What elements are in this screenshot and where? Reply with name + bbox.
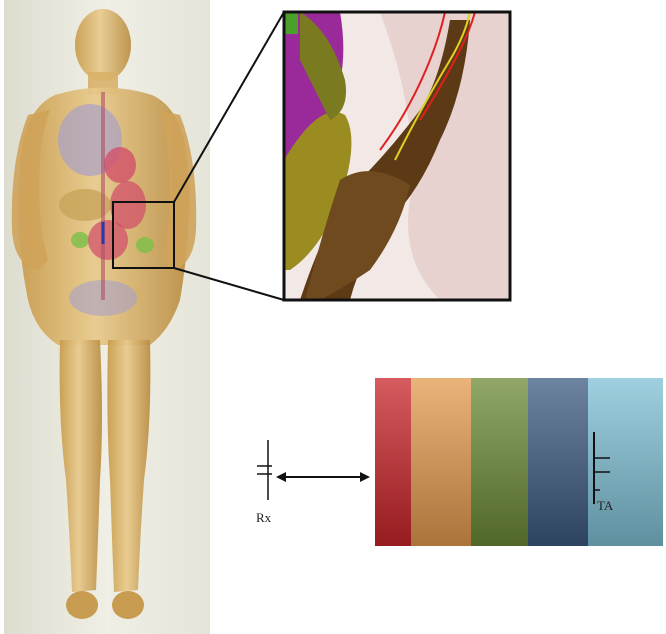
transmitter-label: TA <box>597 498 614 513</box>
kidney-green <box>71 232 89 248</box>
right-foot <box>112 591 144 619</box>
body-model <box>4 0 210 634</box>
layer-shading <box>375 378 663 546</box>
tissue-layer-model <box>375 378 663 546</box>
left-foot <box>66 591 98 619</box>
tissue-green-spot <box>284 12 298 34</box>
head <box>75 9 131 81</box>
receiver-label: Rx <box>256 510 272 525</box>
distance-arrow <box>276 472 370 482</box>
kidney-green-2 <box>136 237 154 253</box>
receiver-antenna-symbol <box>257 440 272 500</box>
heart <box>104 147 136 183</box>
intestine <box>88 220 128 260</box>
zoomed-view <box>284 12 510 300</box>
